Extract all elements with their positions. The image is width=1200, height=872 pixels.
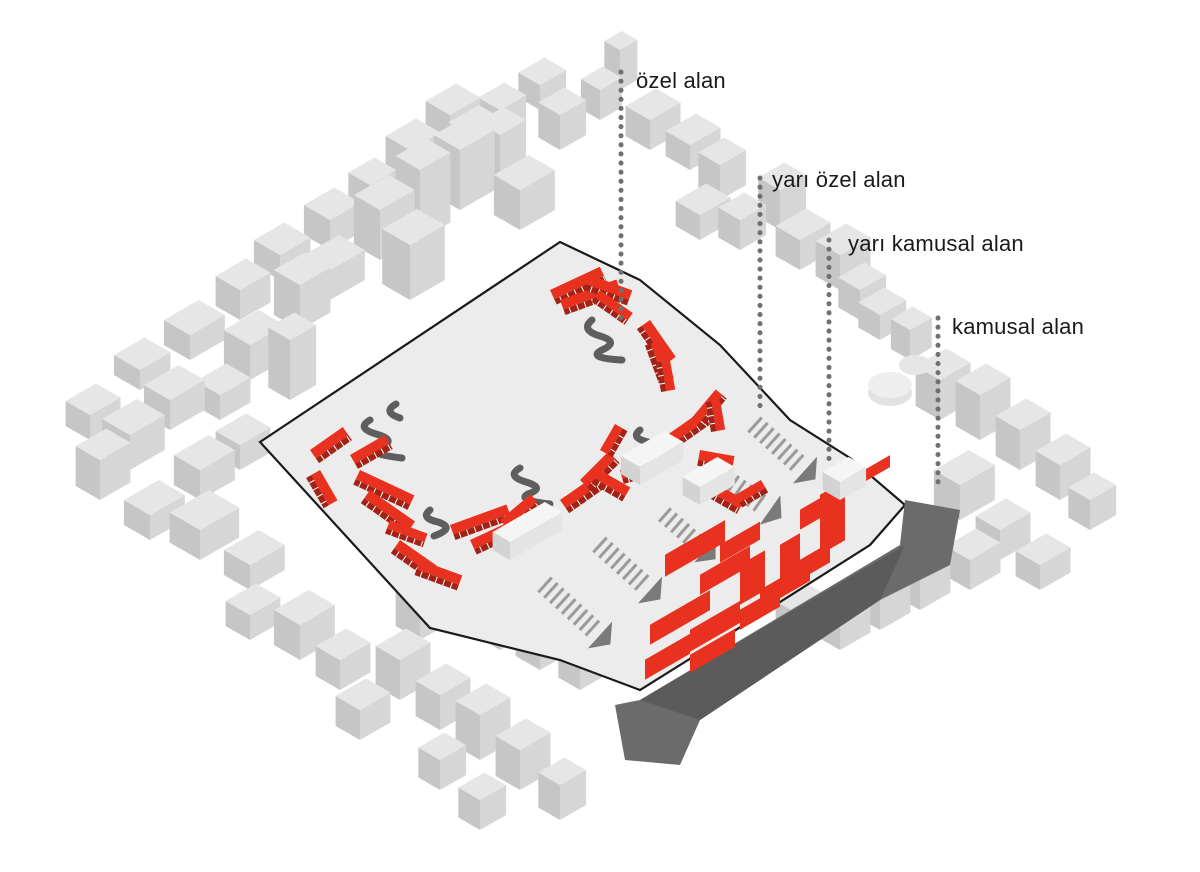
red-complex-block bbox=[665, 520, 725, 577]
label-ozel-alan: özel alan bbox=[636, 68, 726, 93]
red-complex-block bbox=[700, 545, 750, 595]
context-building bbox=[223, 530, 285, 590]
context-building bbox=[493, 155, 555, 230]
access-arrow bbox=[537, 576, 613, 649]
context-building bbox=[995, 398, 1051, 470]
round-building-top bbox=[868, 372, 912, 398]
red-complex-block bbox=[780, 533, 800, 585]
red-complex-block bbox=[650, 590, 710, 645]
winding-path bbox=[386, 400, 404, 422]
red-building-bar bbox=[655, 360, 676, 393]
white-facility bbox=[492, 502, 563, 560]
label-kamusal-alan: kamusal alan bbox=[952, 314, 1085, 339]
context-building bbox=[890, 306, 932, 360]
white-facility bbox=[620, 431, 684, 485]
project-buildings bbox=[306, 266, 890, 680]
context-building bbox=[273, 590, 335, 660]
red-building-bar bbox=[735, 480, 769, 508]
main-street-arrow bbox=[615, 500, 960, 765]
context-buildings bbox=[65, 31, 1117, 830]
context-building bbox=[458, 772, 507, 830]
round-building bbox=[899, 355, 931, 375]
winding-path bbox=[422, 506, 450, 540]
red-complex-block bbox=[740, 550, 765, 605]
red-building-bar bbox=[385, 520, 428, 548]
winding-path bbox=[584, 316, 626, 364]
context-building bbox=[382, 209, 445, 300]
leader-lines bbox=[618, 69, 941, 485]
context-building bbox=[163, 300, 225, 360]
red-building-bar bbox=[600, 424, 628, 458]
context-building bbox=[625, 88, 681, 150]
context-building bbox=[580, 66, 622, 120]
context-building bbox=[215, 258, 271, 320]
context-building bbox=[1015, 533, 1071, 590]
red-complex-block bbox=[690, 628, 735, 673]
red-building-bar bbox=[705, 400, 726, 433]
label-yari-kamusal-alan: yarı kamusal alan bbox=[848, 231, 1024, 256]
red-building-bar bbox=[450, 504, 512, 541]
red-building-bar bbox=[310, 427, 352, 464]
red-building-bar bbox=[414, 560, 463, 591]
context-building bbox=[75, 428, 131, 500]
white-facility bbox=[822, 457, 867, 500]
context-building bbox=[538, 757, 587, 820]
white-facility bbox=[682, 457, 735, 505]
context-building bbox=[315, 628, 371, 690]
context-building bbox=[268, 312, 317, 400]
red-complex-block bbox=[800, 492, 830, 530]
red-building-bar bbox=[353, 470, 415, 510]
context-building bbox=[775, 208, 831, 270]
red-complex-block bbox=[690, 600, 740, 652]
red-complex-block bbox=[645, 633, 690, 680]
context-building bbox=[955, 363, 1011, 440]
context-building bbox=[173, 435, 235, 500]
access-arrow bbox=[747, 416, 818, 484]
label-yari-ozel-alan: yarı özel alan bbox=[772, 167, 906, 192]
context-building bbox=[698, 137, 747, 200]
context-building bbox=[418, 732, 467, 790]
red-complex-block bbox=[720, 521, 760, 563]
red-building-bar bbox=[350, 435, 393, 469]
context-building bbox=[169, 490, 240, 560]
red-building-bar bbox=[306, 470, 338, 509]
red-building-bar bbox=[592, 470, 631, 502]
context-building bbox=[123, 480, 185, 540]
context-building bbox=[113, 337, 171, 390]
context-building bbox=[945, 528, 1001, 590]
context-building bbox=[1068, 472, 1117, 530]
context-building bbox=[335, 678, 391, 740]
context-building bbox=[538, 87, 587, 150]
street-arrow-side bbox=[640, 545, 905, 720]
access-arrow bbox=[592, 536, 663, 604]
context-building bbox=[225, 583, 281, 640]
red-complex-block bbox=[740, 586, 780, 630]
access-arrows bbox=[537, 416, 818, 649]
